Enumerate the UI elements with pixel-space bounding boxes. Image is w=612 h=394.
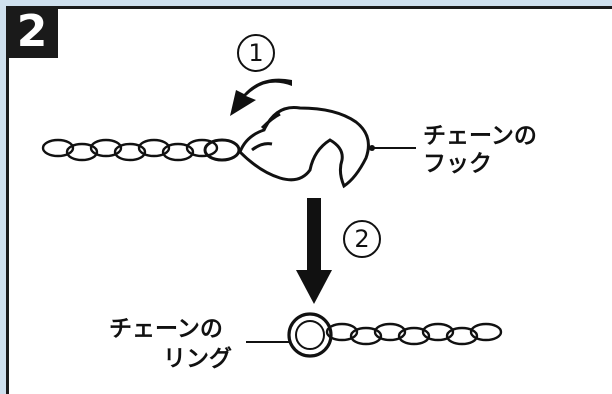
down-arrow xyxy=(296,198,332,304)
upper-chain xyxy=(41,138,241,162)
ring-label-line2: リング xyxy=(163,346,232,372)
hook-shape xyxy=(238,105,370,189)
hook-label-line1: チェーンの xyxy=(423,123,537,149)
ring-label-line1: チェーンの xyxy=(109,316,223,342)
step-number-badge: 2 xyxy=(6,6,58,58)
hook-label-line2: フック xyxy=(423,151,492,177)
curved-arrow xyxy=(230,78,292,116)
step-marker-1: 1 xyxy=(237,34,275,72)
step-marker-2: 2 xyxy=(343,220,381,258)
lower-chain xyxy=(287,312,503,358)
